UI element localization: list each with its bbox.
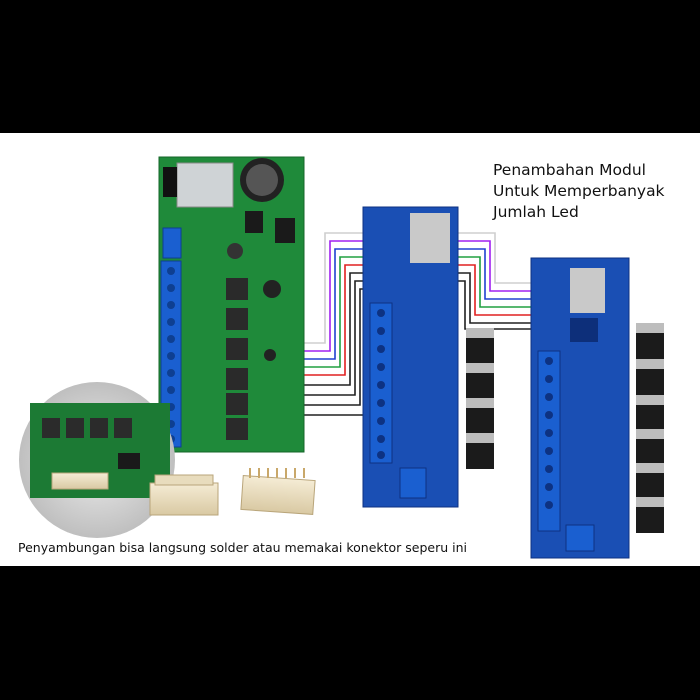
- caption-bottom: Penyambungan bisa langsung solder atau m…: [18, 540, 468, 555]
- caption-top-line-3: Jumlah Led: [493, 203, 579, 221]
- inset-closeup: [19, 382, 175, 538]
- photo-band: Penambahan Modul Untuk Memperbanyak Juml…: [0, 133, 700, 566]
- product-photo: [19, 156, 664, 559]
- mosfet-module-1: [362, 206, 494, 508]
- ribbon-wires: [300, 232, 540, 416]
- caption-top: Penambahan Modul Untuk Memperbanyak Juml…: [493, 160, 665, 223]
- caption-top-line-2: Untuk Memperbanyak: [493, 182, 665, 200]
- caption-top-line-1: Penambahan Modul: [493, 161, 646, 179]
- jst-connector-1: [149, 474, 219, 516]
- jst-connector-2: [240, 468, 316, 516]
- mosfet-module-2: [530, 257, 664, 559]
- controller-board: [158, 156, 305, 453]
